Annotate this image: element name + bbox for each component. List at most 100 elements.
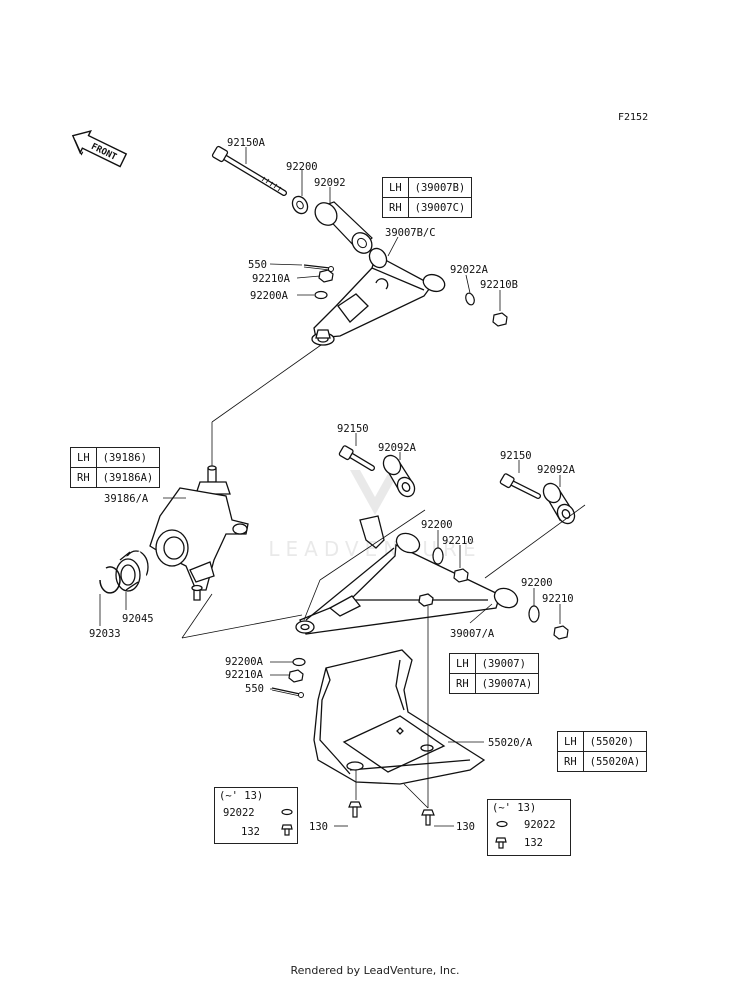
steering-knuckle [149, 465, 249, 601]
table-row: RH(55020A) [557, 751, 648, 772]
label-132-left: 132 [241, 826, 260, 838]
washer-92200-mid [432, 547, 444, 565]
variant-table-upper-arm: LH(39007B) RH(39007C) [382, 177, 473, 218]
label-92210A-bottom: 92210A [225, 669, 264, 681]
side-cell: RH [70, 467, 97, 488]
label-130-right: 130 [456, 821, 475, 833]
side-cell: RH [449, 673, 476, 694]
variant-table-lower-arm: LH(39007) RH(39007A) [449, 653, 540, 694]
sub-box-left: (~' 13) 92022 132 [214, 787, 298, 844]
label-92022-right: 92022 [524, 819, 556, 831]
bolt-92150A [211, 145, 287, 196]
label-92210B: 92210B [480, 279, 518, 291]
label-92150-left: 92150 [337, 423, 369, 435]
label-92045: 92045 [122, 613, 154, 625]
bushing-92092 [314, 201, 373, 254]
part-cell: (55020) [582, 731, 648, 752]
side-cell: LH [70, 447, 97, 468]
table-row: RH(39007A) [449, 673, 540, 694]
table-row: RH(39007C) [382, 197, 473, 218]
leader-lines-lower [270, 433, 586, 827]
footer-credit: Rendered by LeadVenture, Inc. [290, 964, 460, 977]
side-cell: LH [382, 177, 409, 198]
bolt-132-right [495, 837, 507, 849]
bolt-92150-left [338, 445, 375, 471]
washer-92200-right [528, 605, 540, 623]
part-cell: (55020A) [582, 751, 648, 772]
washer-92022-right [496, 820, 508, 828]
cotter-pin-550-bottom [271, 687, 304, 698]
nut-92210B [492, 312, 508, 327]
table-row: LH(39186) [70, 447, 161, 468]
skid-guard [313, 649, 486, 785]
label-92200A-top: 92200A [250, 290, 289, 302]
table-row: RH(39186A) [70, 467, 161, 488]
label-92210-mid: 92210 [442, 535, 474, 547]
label-92210A-top: 92210A [252, 273, 291, 285]
bearing-92045 [115, 550, 149, 592]
table-row: LH(39007B) [382, 177, 473, 198]
washer-92022-left [281, 808, 293, 816]
cotter-pin-550-top [303, 264, 334, 272]
side-cell: RH [557, 751, 584, 772]
side-cell: RH [382, 197, 409, 218]
washer-92200A-top [314, 290, 328, 300]
leader-lines-upper [211, 147, 501, 466]
label-92022-left: 92022 [223, 807, 255, 819]
washer-92022A [465, 292, 475, 306]
label-39007A: 39007/A [450, 628, 495, 640]
label-92150-right: 92150 [500, 450, 532, 462]
circlip-92033 [99, 566, 121, 594]
part-cell: (39186) [95, 447, 161, 468]
label-92092A-right: 92092A [537, 464, 576, 476]
nut-92210-mid [453, 568, 469, 583]
part-cell: (39186A) [95, 467, 161, 488]
bushing-92092A-right [542, 482, 576, 525]
bolt-132-left [281, 824, 293, 836]
label-92200A-bottom: 92200A [225, 656, 264, 668]
part-cell: (39007) [474, 653, 540, 674]
label-92092-top: 92092 [314, 177, 346, 189]
lower-a-arm [295, 515, 519, 635]
label-92150A: 92150A [227, 137, 266, 149]
side-cell: LH [449, 653, 476, 674]
table-row: LH(55020) [557, 731, 648, 752]
label-92092A-left: 92092A [378, 442, 417, 454]
part-cell: (39007B) [407, 177, 473, 198]
variant-table-knuckle: LH(39186) RH(39186A) [70, 447, 161, 488]
upper-a-arm [311, 247, 446, 346]
washer-92200A-bottom [292, 657, 306, 667]
figure-code: F2152 [618, 112, 649, 123]
table-row: LH(39007) [449, 653, 540, 674]
label-130-left: 130 [309, 821, 328, 833]
label-55020A: 55020/A [488, 737, 533, 749]
label-39007BC: 39007B/C [385, 227, 436, 239]
part-cell: (39007A) [474, 673, 540, 694]
nut-92210A-top [318, 269, 334, 283]
year-note: (~' 13) [492, 802, 537, 814]
nut-92210-right [553, 625, 569, 640]
bolt-130-left [348, 801, 362, 818]
nut-92210A-bottom [288, 669, 304, 683]
label-92200-mid: 92200 [421, 519, 453, 531]
part-labels: 92150A 92200 92092 39007B/C 550 92210A 9… [89, 137, 576, 833]
part-cell: (39007C) [407, 197, 473, 218]
label-92210-right: 92210 [542, 593, 574, 605]
side-cell: LH [557, 731, 584, 752]
label-550-top: 550 [248, 259, 267, 271]
front-arrow-icon: FRONT [71, 130, 128, 168]
label-132-right: 132 [524, 837, 543, 849]
label-550-bottom: 550 [245, 683, 264, 695]
label-39186A: 39186/A [104, 493, 149, 505]
bushing-92092A-left [382, 454, 416, 498]
bolt-92150-right [499, 473, 541, 499]
variant-table-guard: LH(55020) RH(55020A) [557, 731, 648, 772]
label-92200-right: 92200 [521, 577, 553, 589]
leader-lines-knuckle [99, 497, 303, 639]
label-92022A: 92022A [450, 264, 489, 276]
label-92033: 92033 [89, 628, 121, 640]
year-note: (~' 13) [219, 790, 264, 802]
sub-box-right: (~' 13) 92022 132 [487, 799, 571, 856]
label-92200-top: 92200 [286, 161, 318, 173]
